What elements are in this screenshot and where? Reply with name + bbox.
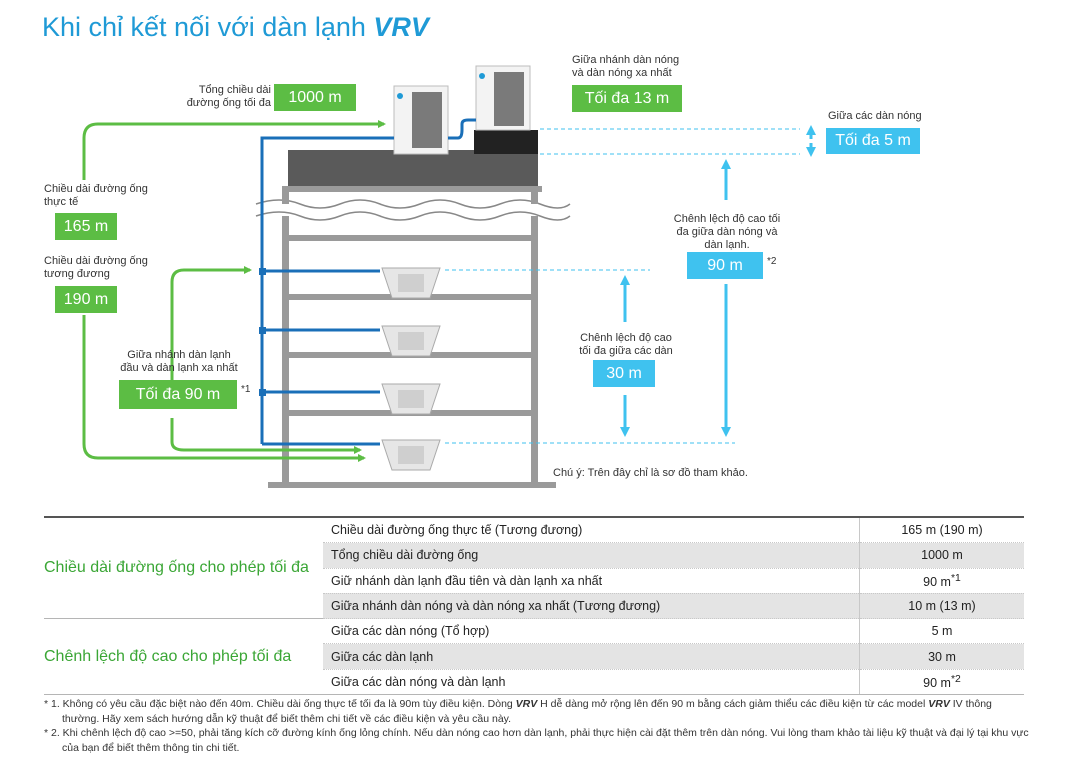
indoor-branch-badge: Tối đa 90 m (119, 380, 237, 409)
indoor-unit-1 (381, 267, 441, 299)
indoor-unit-4 (381, 439, 441, 471)
row-item: Giữa các dàn lạnh (323, 643, 860, 670)
height-indoor-label: Chênh lệch độ cao tối đa giữa các dàn (579, 332, 673, 357)
category-height-diff: Chênh lệch độ cao cho phép tối đa (44, 618, 323, 696)
row-value: 165 m (190 m) (859, 516, 1024, 544)
system-diagram (82, 65, 816, 488)
green-arrows (82, 120, 386, 462)
height-outdoor-indoor-label: Chênh lệch độ cao tối đa giữa dàn nóng v… (673, 213, 781, 251)
indoor-branch-label: Giữa nhánh dàn lạnh đầu và dàn lạnh xa n… (120, 349, 238, 374)
between-outdoor-badge: Tối đa 5 m (826, 128, 920, 154)
height-outdoor-indoor-badge: 90 m (687, 252, 763, 279)
outdoor-branch-label: Giữa nhánh dàn nóng và dàn nóng xa nhất (572, 54, 680, 79)
footnotes: * 1. Không có yêu cầu đặc biệt nào đến 4… (44, 697, 1029, 755)
row-item: Giữa nhánh dàn nóng và dàn nóng xa nhất … (323, 593, 860, 620)
category-pipe-length: Chiều dài đường ống cho phép tối đa (44, 516, 323, 620)
row-value: 5 m (859, 618, 1024, 645)
indoor-unit-3 (381, 383, 441, 415)
height-indoor-badge: 30 m (593, 360, 655, 387)
row-value: 30 m (859, 643, 1024, 670)
height-outdoor-indoor-footnote-mark: *2 (767, 256, 777, 267)
actual-pipe-label: Chiều dài đường ống thực tế (44, 183, 148, 208)
table-row: Tổng chiều dài đường ống 1000 m (44, 542, 1024, 569)
indoor-unit-2 (381, 325, 441, 357)
row-item: Chiều dài đường ống thực tế (Tương đương… (323, 516, 860, 544)
building (255, 150, 571, 488)
table-row: Chênh lệch độ cao cho phép tối đa Giữa c… (44, 618, 1024, 696)
row-item: Giữa các dàn nóng và dàn lạnh (323, 669, 860, 696)
refrigerant-pipes (260, 118, 476, 446)
row-value: 90 m*2 (859, 669, 1024, 696)
diagram-note: Chú ý: Trên đây chỉ là sơ đồ tham khảo. (553, 467, 748, 479)
between-outdoor-label: Giữa các dàn nóng (828, 110, 922, 122)
table-row: Giữa các dàn nóng và dàn lạnh 90 m*2 (44, 669, 1024, 696)
spec-table: Chiều dài đường ống cho phép tối đa Chiề… (44, 516, 1024, 696)
outdoor-unit-2 (474, 65, 538, 154)
footnote-1: * 1. Không có yêu cầu đặc biệt nào đến 4… (44, 698, 992, 725)
table-row: Giữa nhánh dàn nóng và dàn nóng xa nhất … (44, 593, 1024, 620)
row-value: 1000 m (859, 542, 1024, 569)
equiv-pipe-badge: 190 m (55, 286, 117, 313)
table-row: Chiều dài đường ống cho phép tối đa Chiề… (44, 516, 1024, 620)
cyan-arrows (620, 125, 816, 437)
page-title: Khi chỉ kết nối với dàn lạnh VRV (42, 12, 429, 42)
row-value: 90 m*1 (859, 568, 1024, 594)
actual-pipe-badge: 165 m (55, 213, 117, 240)
row-item: Giữ nhánh dàn lạnh đầu tiên và dàn lạnh … (323, 568, 860, 594)
total-pipe-badge: 1000 m (274, 84, 356, 111)
outdoor-unit-1 (393, 85, 449, 155)
table-row: Giữ nhánh dàn lạnh đầu tiên và dàn lạnh … (44, 568, 1024, 594)
indoor-branch-footnote-mark: *1 (241, 384, 251, 395)
footnote-2: * 2. Khi chênh lệch độ cao >=50, phải tă… (44, 727, 1029, 754)
total-pipe-label: Tổng chiều dài đường ống tối đa (186, 84, 271, 109)
outdoor-branch-badge: Tối đa 13 m (572, 85, 682, 112)
row-item: Tổng chiều dài đường ống (323, 542, 860, 569)
row-value: 10 m (13 m) (859, 593, 1024, 620)
table-row: Giữa các dàn lạnh 30 m (44, 643, 1024, 670)
row-item: Giữa các dàn nóng (Tổ hợp) (323, 618, 860, 645)
equiv-pipe-label: Chiều dài đường ống tương đương (44, 255, 148, 280)
